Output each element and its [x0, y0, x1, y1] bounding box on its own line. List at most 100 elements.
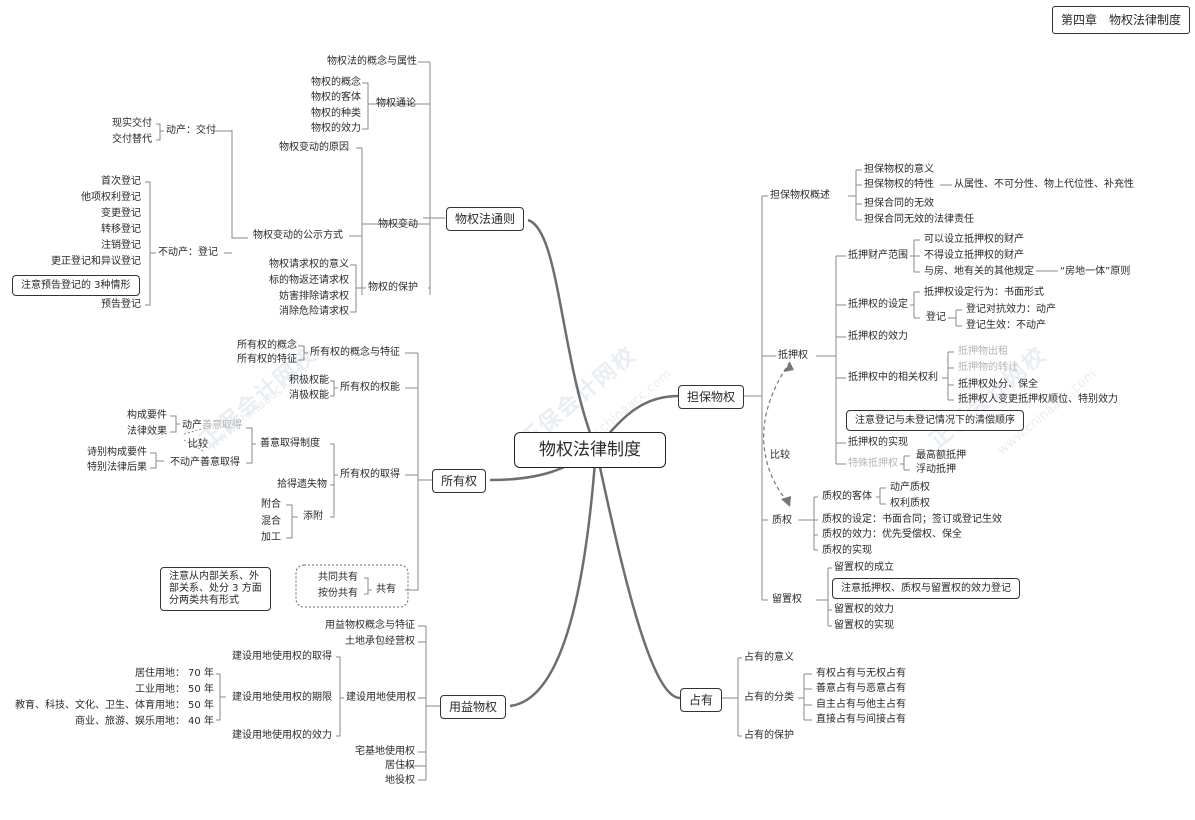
- node: 留置权的效力: [834, 604, 894, 615]
- node: 法律效果: [127, 426, 167, 437]
- node: 与房、地有关的其他规定: [924, 266, 1034, 277]
- node: 消除危险请求权: [279, 306, 349, 317]
- node: 担保物权的特性: [864, 179, 934, 190]
- node: 不得设立抵押权的财产: [924, 250, 1024, 261]
- node: 宅基地使用权: [355, 746, 415, 757]
- node: 从属性、不可分性、物上代位性、补充性: [954, 179, 1134, 190]
- node: 抵押权: [778, 350, 808, 361]
- node: 用益物权概念与特征: [325, 620, 415, 631]
- node: 留置权的实现: [834, 620, 894, 631]
- node: 转移登记: [101, 224, 141, 235]
- node: 物权的客体: [311, 92, 361, 103]
- node: 有权占有与无权占有: [816, 668, 906, 679]
- node: 最高额抵押: [916, 450, 966, 461]
- node: 抵押权处分、保全: [958, 379, 1038, 390]
- node: 妨害排除请求权: [279, 291, 349, 302]
- node: 居住用地：: [135, 668, 185, 679]
- node: 抵押物出租: [958, 346, 1008, 357]
- node: 抵押权中的相关权利: [848, 372, 938, 383]
- node: 70 年: [188, 668, 214, 679]
- node: 商业、旅游、娱乐用地：: [75, 716, 185, 727]
- node: 所有权的概念: [237, 340, 297, 351]
- node: 质权: [772, 515, 792, 526]
- node: 所有权的取得: [340, 469, 400, 480]
- node: 添附: [303, 511, 323, 522]
- node: 标的物返还请求权: [269, 275, 349, 286]
- node: 附合: [261, 499, 281, 510]
- node: 物权变动的公示方式: [253, 230, 343, 241]
- node: “房地一体”原则: [1060, 266, 1131, 277]
- node: 抵押权人变更抵押权顺位、特别效力: [958, 394, 1118, 405]
- link-general: [527, 218, 598, 450]
- link-possession: [594, 448, 681, 700]
- node: 工业用地：: [135, 684, 185, 695]
- node: 物权的种类: [311, 108, 361, 119]
- node: 占有的分类: [744, 692, 794, 703]
- node: 按份共有: [318, 588, 358, 599]
- node: 注销登记: [101, 240, 141, 251]
- node: 诗别构成要件: [87, 447, 147, 458]
- node: 抵押物的转让: [958, 362, 1018, 373]
- node: 所有权的特征: [237, 354, 297, 365]
- node: 所有权的权能: [340, 382, 400, 393]
- node: 质权的实现: [822, 545, 872, 556]
- node: 担保物权的意义: [864, 164, 934, 175]
- node: 共有: [376, 584, 396, 595]
- node: 质权的设定：书面合同；签订或登记生效: [822, 514, 1002, 525]
- note-callout: 注意登记与未登记情况下的清偿顺序: [846, 410, 1024, 431]
- node: 预告登记: [101, 299, 141, 310]
- node: 质权的效力：优先受偿权、保全: [822, 529, 962, 540]
- node: 可以设立抵押权的财产: [924, 234, 1024, 245]
- node: 抵押权的效力: [848, 331, 908, 342]
- node: 抵押权的实现: [848, 437, 908, 448]
- central-topic: 物权法律制度: [514, 432, 666, 468]
- note-callout: 注意从内部关系、外 部关系、处分 3 方面 分两类共有形式: [160, 567, 271, 611]
- link-usufruct: [509, 448, 598, 708]
- node: 物权的保护: [368, 282, 418, 293]
- node: 物权通论: [376, 98, 416, 109]
- node: 物权变动: [378, 219, 418, 230]
- node: 权利质权: [890, 498, 930, 509]
- node: 不动产：登记: [158, 247, 218, 258]
- node: 建设用地使用权的取得: [232, 651, 332, 662]
- node: 担保合同无效的法律责任: [864, 214, 974, 225]
- node: 交付替代: [112, 134, 152, 145]
- node: 变更登记: [101, 208, 141, 219]
- node: 比较: [188, 439, 208, 450]
- node: 动产质权: [890, 482, 930, 493]
- node: 担保物权概述: [770, 190, 830, 201]
- node: 登记对抗效力：动产: [966, 304, 1056, 315]
- faded-text: 善意取得: [202, 420, 242, 431]
- node: 比较: [770, 450, 790, 461]
- node: 特别法律后果: [87, 462, 147, 473]
- node: 首次登记: [101, 176, 141, 187]
- node: 登记: [926, 312, 946, 323]
- node: 抵押财产范围: [848, 250, 908, 261]
- node: 动产：交付: [166, 125, 216, 136]
- node: 占有的保护: [744, 730, 794, 741]
- note-callout: 注意抵押权、质权与留置权的效力登记: [832, 578, 1020, 599]
- branch-security: 担保物权: [678, 385, 745, 409]
- node: 占有的意义: [744, 652, 794, 663]
- node: 留置权的成立: [834, 562, 894, 573]
- node: 构成要件: [127, 410, 167, 421]
- node: 物权请求权的意义: [269, 259, 349, 270]
- node: 不动产善意取得: [170, 457, 240, 468]
- node: 50 年: [188, 700, 214, 711]
- node: 地役权: [385, 775, 415, 786]
- note-callout: 注意预告登记的 3种情形: [12, 275, 140, 296]
- node: 留置权: [772, 594, 802, 605]
- node: 更正登记和异议登记: [51, 256, 141, 267]
- node: 抵押权的设定: [848, 299, 908, 310]
- node: 共同共有: [318, 572, 358, 583]
- node: 直接占有与间接占有: [816, 714, 906, 725]
- node: 50 年: [188, 684, 214, 695]
- node: 建设用地使用权的效力: [232, 730, 332, 741]
- branch-ownership: 所有权: [432, 469, 487, 493]
- node: 物权的概念: [311, 77, 361, 88]
- node: 自主占有与他主占有: [816, 699, 906, 710]
- node: 混合: [261, 516, 281, 527]
- branch-possession: 占有: [680, 688, 723, 712]
- node: 善意取得制度: [260, 438, 320, 449]
